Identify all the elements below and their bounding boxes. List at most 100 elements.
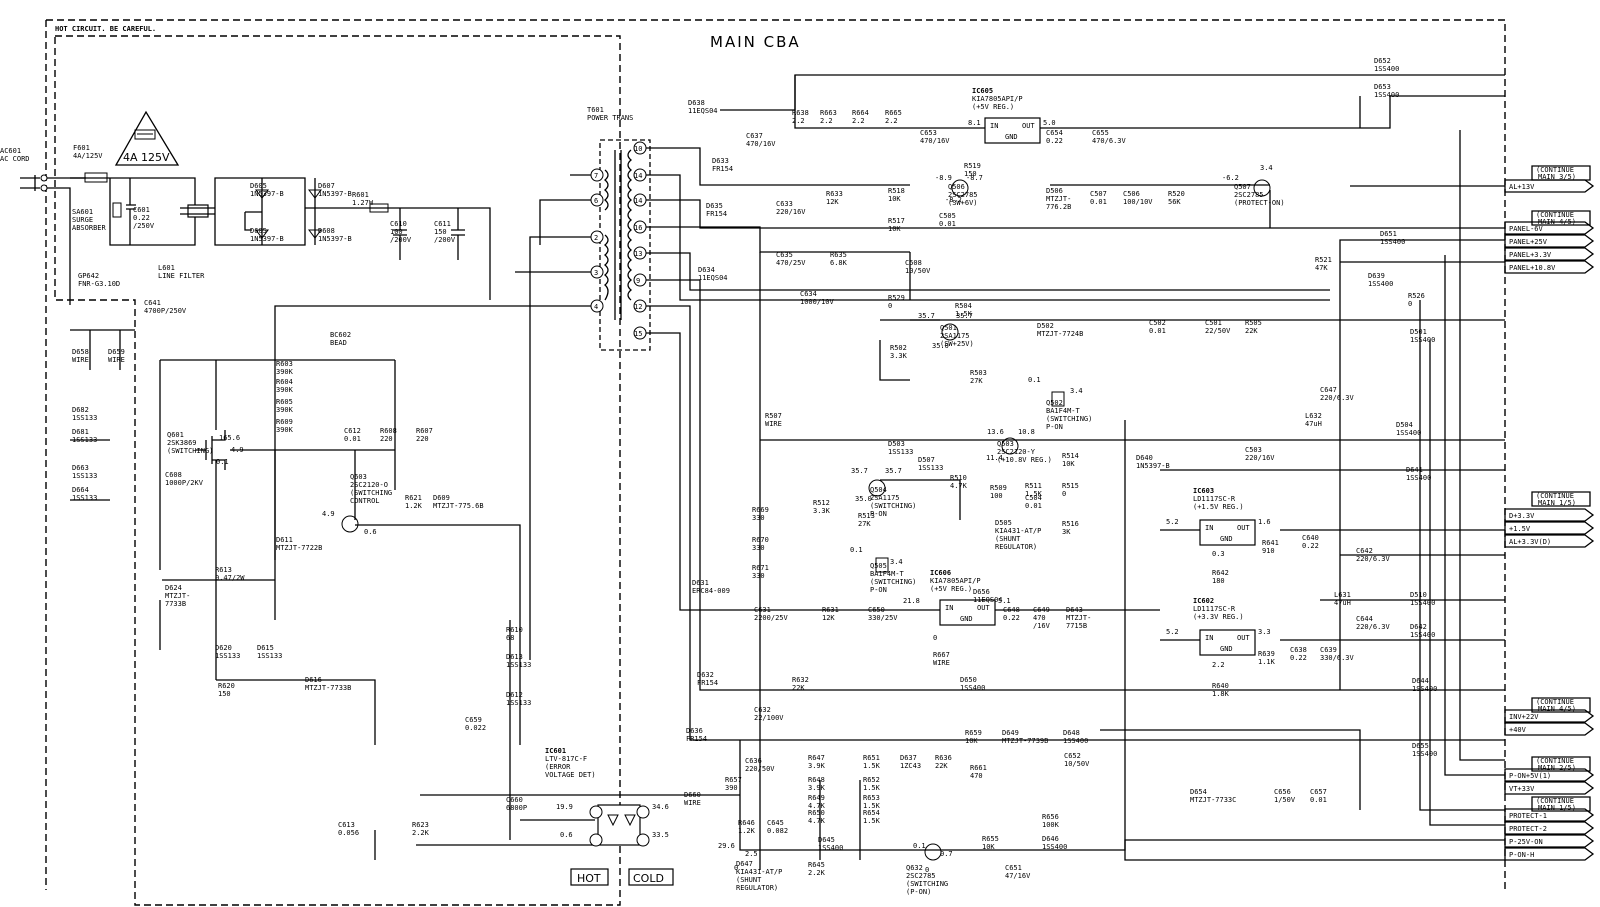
component-label-d637: D637 [900, 754, 917, 762]
board-frame [45, 19, 1506, 906]
component-label-c656: 1/50V [1274, 796, 1296, 804]
component-label-d624: 7733B [165, 600, 186, 608]
component-label-c651: C651 [1005, 864, 1022, 872]
component-label-d656: D656 [973, 588, 990, 596]
component-label-d612: 1SS133 [506, 699, 531, 707]
component-label-r656: 100K [1042, 821, 1060, 829]
component-label-c648: 0.22 [1003, 614, 1020, 622]
component-label-ic603: IC603 [1193, 487, 1214, 495]
component-label-r646: R646 [738, 819, 755, 827]
component-label-c611: 150 [434, 228, 447, 236]
component-label-c644: 220/6.3V [1356, 623, 1391, 631]
component-label-r667: R667 [933, 651, 950, 659]
component-label-r631: R631 [822, 606, 839, 614]
component-label-q601: Q601 [167, 431, 184, 439]
component-label-q603: 2SC2120-O [350, 481, 388, 489]
component-label-d501: D501 [1410, 328, 1427, 336]
connector-frames [1531, 165, 1591, 812]
component-label-r505: R505 [1245, 319, 1262, 327]
component-label-c641: C641 [144, 299, 161, 307]
component-label-d633: D633 [712, 157, 729, 165]
component-label-r502: 3.3K [890, 352, 908, 360]
svg-text:COLD: COLD [633, 872, 664, 885]
component-label-q603: CONTROL [350, 497, 380, 505]
component-label-d643: MTZJT- [1066, 614, 1091, 622]
svg-text:3: 3 [594, 269, 598, 277]
component-label-ic605: (+5V REG.) [972, 103, 1014, 111]
svg-text:16: 16 [634, 224, 642, 232]
voltage-reading: 5.2 [1166, 628, 1179, 636]
component-label-d624: MTZJT- [165, 592, 190, 600]
component-label-r645: 2.2K [808, 869, 826, 877]
component-label-c640: C640 [1302, 534, 1319, 542]
component-label-d642: D642 [1410, 623, 1427, 631]
component-label-r653: R653 [863, 794, 880, 802]
component-label-c601: C601 [133, 206, 150, 214]
component-label-d641: D641 [1406, 466, 1423, 474]
component-label-c640: 0.22 [1302, 542, 1319, 550]
component-label-d648: 1SS400 [1063, 737, 1088, 745]
connector-continue: (CONTINUE [1536, 757, 1574, 765]
component-label-r519: 150 [964, 170, 977, 178]
component-label-r632: R632 [792, 676, 809, 684]
component-label-c638: C638 [1290, 646, 1307, 654]
component-label-r520: R520 [1168, 190, 1185, 198]
connector-signal: PROTECT-1 [1509, 812, 1547, 820]
voltage-reading: 2.5 [745, 850, 758, 858]
component-label-d501: 1SS400 [1410, 336, 1435, 344]
component-label-r608: 220 [380, 435, 393, 443]
component-label-r504: R504 [955, 302, 972, 310]
component-label-r607: R607 [416, 427, 433, 435]
voltage-reading: 19.9 [556, 803, 573, 811]
component-label-l631: L631 [1334, 591, 1351, 599]
component-label-r642: R642 [1212, 569, 1229, 577]
component-label-d631: ERC84-009 [692, 587, 730, 595]
component-label-r502: R502 [890, 344, 907, 352]
component-label-d607: 1N5397-B [318, 190, 352, 198]
component-label-c657: C657 [1310, 788, 1327, 796]
component-label-d504: D504 [1396, 421, 1413, 429]
component-label-q632: Q632 [906, 864, 923, 872]
power-transformer [599, 139, 651, 351]
ac-input [20, 172, 196, 305]
component-label-r649: R649 [808, 794, 825, 802]
component-label-q601: 2SK3869 [167, 439, 197, 447]
q601-mosfet [196, 430, 226, 470]
component-label-r636: R636 [935, 754, 952, 762]
component-label-r603: 390K [276, 368, 294, 376]
component-label-c645: C645 [767, 819, 784, 827]
component-label-q506: (SW+6V) [948, 199, 978, 207]
component-label-q501: 2SA1175 [940, 332, 970, 340]
component-label-r515: 0 [1062, 490, 1066, 498]
component-label-c636a: C636 [745, 757, 762, 765]
page-title: MAIN CBA [710, 33, 801, 51]
connector-continue: (CONTINUE [1536, 797, 1574, 805]
voltage-reading: 0 [734, 864, 738, 872]
connector-continue: (CONTINUE [1536, 211, 1574, 219]
component-label-sa601: ABSORBER [72, 224, 107, 232]
component-label-q502: (SWITCHING) [1046, 415, 1092, 423]
connector-signal: P-ON+5V(1) [1509, 772, 1551, 780]
component-label-q502: Q502 [1046, 399, 1063, 407]
component-label-c660: 6800P [506, 804, 527, 812]
component-label-d639: 1SS400 [1368, 280, 1393, 288]
component-label-r509: 100 [990, 492, 1003, 500]
component-label-d609: D609 [433, 494, 450, 502]
component-label-r526: 0 [1408, 300, 1412, 308]
component-label-r635: 6.8K [830, 259, 848, 267]
component-label-c655: 470/6.3V [1092, 137, 1127, 145]
component-label-d663: 1SS133 [72, 472, 97, 480]
component-label-d644: D644 [1412, 677, 1429, 685]
connector-signal: AL+13V [1509, 183, 1535, 191]
voltage-reading: 0.1 [913, 842, 926, 850]
component-label-r610: R610 [506, 626, 523, 634]
connector-terminal [1504, 709, 1595, 723]
component-label-q504: (SWITCHING) [870, 502, 916, 510]
component-label-d647: KIA431-AT/P [736, 868, 782, 876]
component-label-r657: 390 [725, 784, 738, 792]
component-label-d650: 1SS400 [960, 684, 985, 692]
component-label-q507: Q507 [1234, 183, 1251, 191]
component-label-c642: C642 [1356, 547, 1373, 555]
component-label-d632: FR154 [697, 679, 718, 687]
